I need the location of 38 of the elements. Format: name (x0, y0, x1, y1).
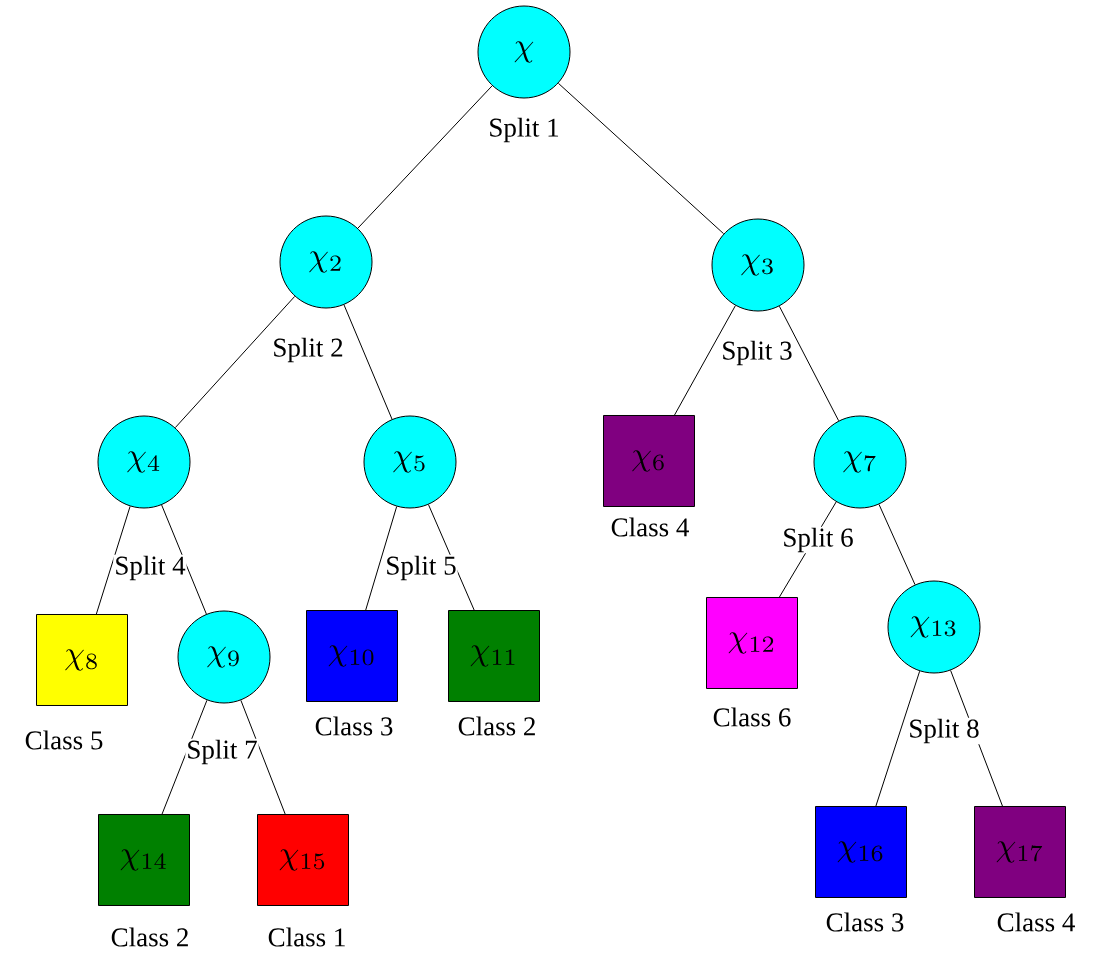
tree-branch (240, 699, 286, 815)
tree-branch (343, 304, 393, 420)
tree-branch (365, 506, 398, 611)
split-label: Split 8 (907, 717, 981, 745)
class-square: $\chi_{14}$ (98, 814, 190, 906)
class-square: $\chi_{10}$ (306, 610, 398, 702)
class-square: $\chi_{6}$ (603, 415, 695, 507)
class-label: Class 2 (456, 715, 538, 737)
class-square: $\chi_{11}$ (448, 610, 540, 702)
class-square: $\chi_{17}$ (974, 806, 1066, 898)
class-square: $\chi_{8}$ (36, 614, 128, 706)
tree-branch (878, 503, 916, 586)
tree-branch (161, 504, 207, 615)
tree-branch (95, 505, 131, 615)
tree-branch (557, 82, 725, 235)
class-square: $\chi_{15}$ (257, 814, 349, 906)
class-label: Class 2 (109, 926, 191, 948)
split-label: Split 7 (185, 738, 259, 766)
class-square: $\chi_{16}$ (815, 806, 907, 898)
split-label: Split 3 (720, 339, 794, 367)
split-label: Split 1 (487, 116, 561, 144)
split-label: Split 2 (271, 336, 345, 364)
class-label: Class 4 (995, 911, 1077, 933)
tree-branch (674, 305, 736, 416)
tree-branch (357, 85, 493, 229)
split-label: Split 5 (384, 554, 458, 582)
class-square: $\chi_{12}$ (706, 597, 798, 689)
class-label: Class 3 (824, 911, 906, 933)
split-label: Split 6 (781, 526, 855, 554)
class-label: Class 1 (266, 926, 348, 948)
tree-branch (778, 305, 840, 422)
tree-branch (875, 670, 921, 807)
split-label: Split 4 (113, 554, 187, 582)
tree-branch (174, 295, 296, 429)
class-label: Class 5 (23, 729, 105, 751)
class-label: Class 4 (609, 516, 691, 538)
class-label: Class 3 (313, 715, 395, 737)
class-label: Class 6 (711, 706, 793, 728)
